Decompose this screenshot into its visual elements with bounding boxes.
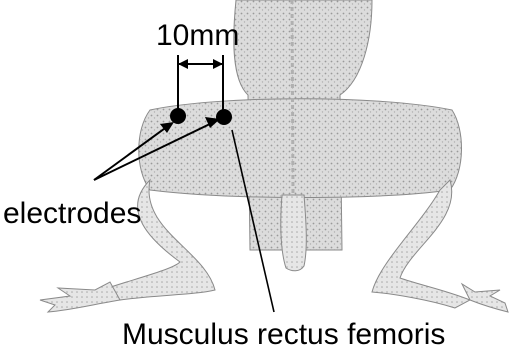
cloaca [281, 195, 307, 271]
left-foot [40, 282, 120, 312]
scale-label: 10mm [156, 19, 239, 52]
right-foot [462, 284, 508, 312]
electrode-left-marker [170, 108, 186, 124]
thigh-band [139, 99, 462, 198]
electrodes-label: electrodes [3, 197, 141, 230]
frog-body [40, 0, 508, 312]
electrode-right-marker [216, 109, 232, 125]
right-lower-leg [372, 180, 470, 308]
scale-arrowhead-right [213, 59, 223, 69]
scale-arrowhead-left [178, 59, 188, 69]
muscle-label: Musculus rectus femoris [122, 318, 445, 351]
